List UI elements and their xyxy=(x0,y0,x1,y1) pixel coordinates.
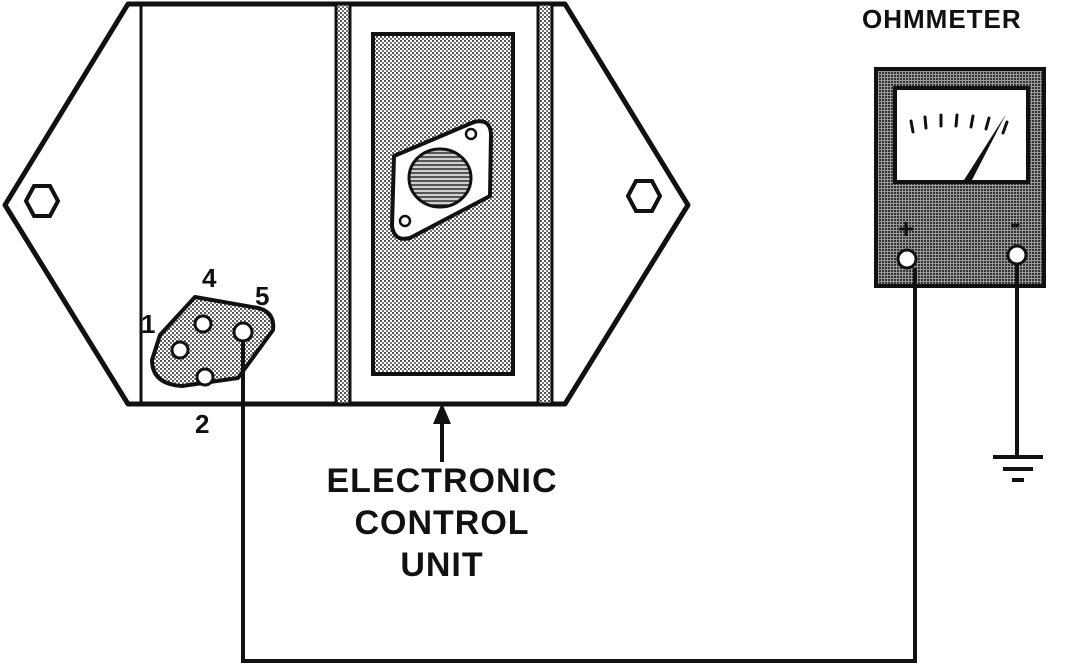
connector-pin-4 xyxy=(193,314,213,334)
caption-line-2: CONTROL xyxy=(354,504,530,542)
pin-label-1: 1 xyxy=(141,309,155,339)
arrow-up-icon xyxy=(433,403,451,462)
ohmmeter-title: OHMMETER xyxy=(862,4,1022,34)
plus-terminal-label: + xyxy=(898,213,914,244)
meter-needle-icon xyxy=(964,114,1006,180)
dial-scale-ticks xyxy=(909,113,1009,135)
minus-terminal-label: - xyxy=(1010,205,1021,241)
pin-label-4: 4 xyxy=(202,263,217,293)
ohmmeter: + - xyxy=(874,67,1046,288)
pin-label-2: 2 xyxy=(195,409,209,439)
ground-symbol-icon xyxy=(993,264,1043,482)
connector-pin-1 xyxy=(170,340,190,360)
caption-line-3: UNIT xyxy=(400,546,484,584)
mounting-bolt-icon xyxy=(23,184,61,218)
control-unit: 1 2 4 5 xyxy=(2,1,691,439)
ohmmeter-dial xyxy=(893,86,1030,184)
minus-terminal xyxy=(1006,244,1028,266)
heat-sink-strip-right xyxy=(536,2,554,406)
plus-terminal xyxy=(896,248,918,270)
connector-pin-5 xyxy=(232,321,254,343)
transistor-mount-hole-top xyxy=(464,127,478,141)
mounting-bolt-icon xyxy=(625,179,663,213)
transistor-case xyxy=(407,147,473,209)
power-transistor xyxy=(390,119,493,241)
connector-pin-2 xyxy=(195,367,215,387)
heat-sink-strip-left xyxy=(334,2,352,406)
caption-line-1: ELECTRONIC xyxy=(326,462,558,500)
control-unit-caption: ELECTRONIC CONTROL UNIT xyxy=(322,460,562,586)
transistor-mount-hole-bottom xyxy=(398,214,412,228)
test-lead-wire xyxy=(241,268,917,663)
pin-label-5: 5 xyxy=(255,281,269,311)
